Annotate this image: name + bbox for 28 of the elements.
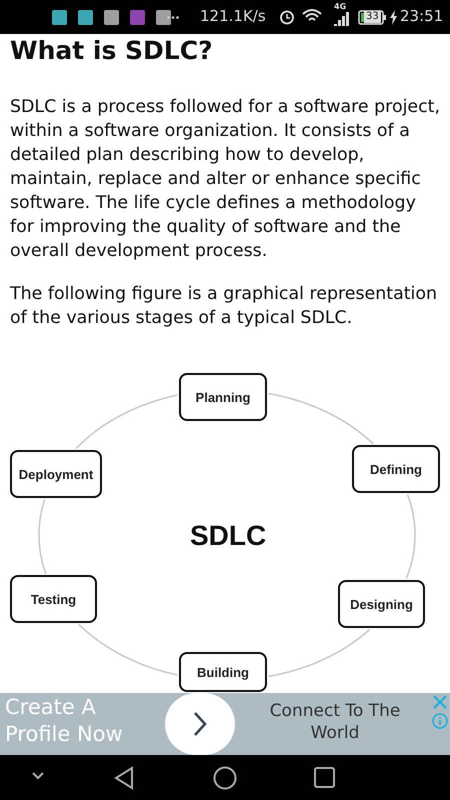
stage-label: Building	[197, 664, 249, 680]
stage-label: Defining	[370, 462, 422, 476]
cycle-connector	[78, 623, 178, 676]
paragraph: SDLC is a process followed for a software project, within a software organization. It consists of a detailed plan describing how to develop, maintain, replace and alter or enhance specific software. The life cycle defines a methodology for improving the quality of software and the overall development process.	[10, 96, 442, 263]
stage-box	[179, 652, 267, 692]
cycle-connector	[75, 394, 178, 450]
stage-box	[338, 580, 425, 628]
battery-level: 33	[364, 11, 381, 23]
stage-label: Planning	[196, 390, 250, 404]
stage-label: Testing	[30, 592, 76, 606]
cycle-connector	[268, 392, 374, 445]
cycle-connector	[268, 628, 370, 678]
ad-headline: Create A Profile Now	[5, 694, 124, 748]
diagram-center-label: SDLC	[190, 520, 266, 552]
download-speed: 121.1K/s	[200, 7, 266, 25]
stage-label: Designing	[350, 596, 413, 612]
clock-time: 23:51	[400, 7, 444, 25]
ad-text: Connect To The World	[268, 700, 402, 744]
cycle-connector	[38, 499, 47, 574]
cycle-connector	[406, 494, 416, 579]
network-type: 4G	[334, 2, 346, 11]
stage-box	[10, 575, 97, 623]
stage-box	[352, 445, 440, 493]
page-title: What is SDLC?	[10, 36, 213, 65]
stage-box	[179, 373, 267, 421]
stage-label: Deployment	[18, 466, 94, 482]
paragraph: The following figure is a graphical representation of the various stages of a typical SDLC.	[10, 283, 438, 330]
stage-box	[10, 450, 102, 498]
